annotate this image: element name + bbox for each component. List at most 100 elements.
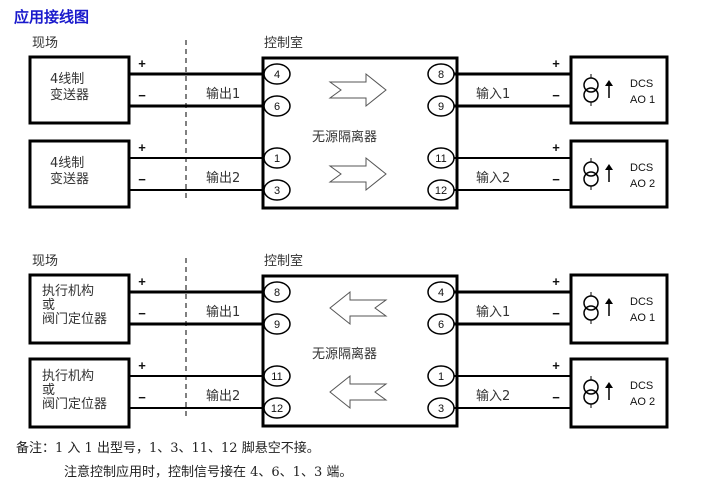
output-label-3: 输出1 [206, 305, 241, 320]
pin-number: 6 [274, 101, 280, 113]
minus-sign: − [138, 172, 146, 187]
actuator-1-text: 执行机构 或 阀门定位器 [42, 285, 107, 327]
field-device-1-text: 4线制 变送器 [50, 72, 89, 104]
plus-sign: + [138, 140, 146, 155]
field-device-2-text: 4线制 变送器 [50, 156, 89, 188]
pin-number: 8 [274, 287, 280, 299]
terminal-pin [263, 397, 291, 419]
pin-number: 1 [438, 371, 444, 383]
terminal-pin [263, 63, 291, 85]
terminal-pin [427, 95, 455, 117]
field-device-box [28, 357, 131, 429]
pin-number: 6 [438, 319, 444, 331]
signal-arrow-left-icon [329, 290, 388, 326]
current-source-icon [583, 161, 599, 177]
pin-number: 9 [438, 101, 444, 113]
dcs-line2: AO 2 [630, 396, 656, 408]
output-label-2: 输出2 [206, 171, 241, 186]
dcs-line1: DCS [630, 162, 654, 174]
pin-number: 11 [271, 371, 282, 383]
device-line1: 执行机构 [42, 284, 95, 299]
plus-sign: + [552, 56, 560, 71]
plus-sign: + [552, 274, 560, 289]
signal-arrow-left-icon [329, 374, 388, 410]
actuator-2-text: 执行机构 或 阀门定位器 [42, 370, 107, 412]
control-room-label-2: 控制室 [264, 254, 304, 269]
current-source-icon [583, 389, 599, 405]
terminal-pin [263, 281, 291, 303]
minus-sign: − [552, 88, 560, 103]
minus-sign: − [552, 172, 560, 187]
current-source-icon [583, 379, 599, 395]
plus-sign: + [552, 358, 560, 373]
plus-sign: + [138, 274, 146, 289]
page-title: 应用接线图 [14, 8, 90, 26]
terminal-pin [263, 147, 291, 169]
input-label-2: 输入2 [476, 171, 511, 186]
dcs-ao1-label-2: DCS AO 1 [630, 294, 655, 326]
minus-sign: − [552, 390, 560, 405]
signal-arrow-right-icon [328, 72, 387, 108]
device-line1: 执行机构 [42, 369, 95, 384]
pin-number: 1 [274, 153, 280, 165]
device-line1: 4线制 [50, 72, 85, 87]
arrow-up-icon [605, 382, 613, 388]
terminal-pin [427, 281, 455, 303]
arrow-up-icon [605, 164, 613, 170]
output-label-4: 输出2 [206, 389, 241, 404]
dcs-ao1-label: DCS AO 1 [630, 76, 655, 108]
pin-number: 8 [438, 69, 444, 81]
dcs-line2: AO 2 [630, 178, 656, 190]
plus-sign: + [138, 358, 146, 373]
current-source-icon [583, 87, 599, 103]
pin-number: 4 [274, 69, 280, 81]
current-source-icon [583, 171, 599, 187]
field-device-box [28, 139, 131, 209]
field-label-2: 现场 [32, 254, 59, 269]
dcs-line2: AO 1 [630, 312, 656, 324]
pin-number: 11 [435, 153, 446, 165]
control-room-label-1: 控制室 [264, 36, 304, 51]
field-label-1: 现场 [32, 36, 59, 51]
terminal-pin [263, 313, 291, 335]
device-line2: 变送器 [50, 172, 90, 187]
terminal-pin [427, 179, 455, 201]
note-line-1: 备注：1 入 1 出型号，1、3、11、12 脚悬空不接。 [16, 441, 320, 456]
terminal-pin [263, 179, 291, 201]
note-line-2: 注意控制应用时，控制信号接在 4、6、1、3 端。 [64, 465, 353, 480]
dcs-line1: DCS [630, 78, 654, 90]
pin-number: 3 [438, 403, 444, 415]
arrow-up-icon [605, 298, 613, 304]
input-label-1: 输入1 [476, 87, 511, 102]
device-line3: 阀门定位器 [42, 397, 108, 412]
current-source-icon [583, 305, 599, 321]
plus-sign: + [552, 140, 560, 155]
pin-number: 3 [274, 185, 280, 197]
minus-sign: − [138, 88, 146, 103]
field-device-box [28, 273, 131, 345]
field-device-box [28, 55, 131, 125]
terminal-pin [263, 365, 291, 387]
dcs-line1: DCS [630, 380, 654, 392]
minus-sign: − [552, 306, 560, 321]
current-source-icon [583, 295, 599, 311]
device-line2: 或 [42, 298, 56, 313]
current-source-icon [583, 77, 599, 93]
plus-sign: + [138, 56, 146, 71]
terminal-pin [427, 365, 455, 387]
terminal-pin [427, 397, 455, 419]
pin-number: 4 [438, 287, 444, 299]
minus-sign: − [138, 390, 146, 405]
input-label-3: 输入1 [476, 305, 511, 320]
device-line2: 或 [42, 383, 56, 398]
pin-number: 12 [435, 185, 447, 197]
dcs-line1: DCS [630, 296, 654, 308]
isolator-box [261, 56, 459, 210]
isolator-label-1: 无源隔离器 [312, 130, 378, 145]
input-label-4: 输入2 [476, 389, 511, 404]
pin-number: 12 [271, 403, 283, 415]
dcs-line2: AO 1 [630, 94, 656, 106]
minus-sign: − [138, 306, 146, 321]
device-line2: 变送器 [50, 88, 90, 103]
dcs-ao2-label: DCS AO 2 [630, 160, 655, 192]
